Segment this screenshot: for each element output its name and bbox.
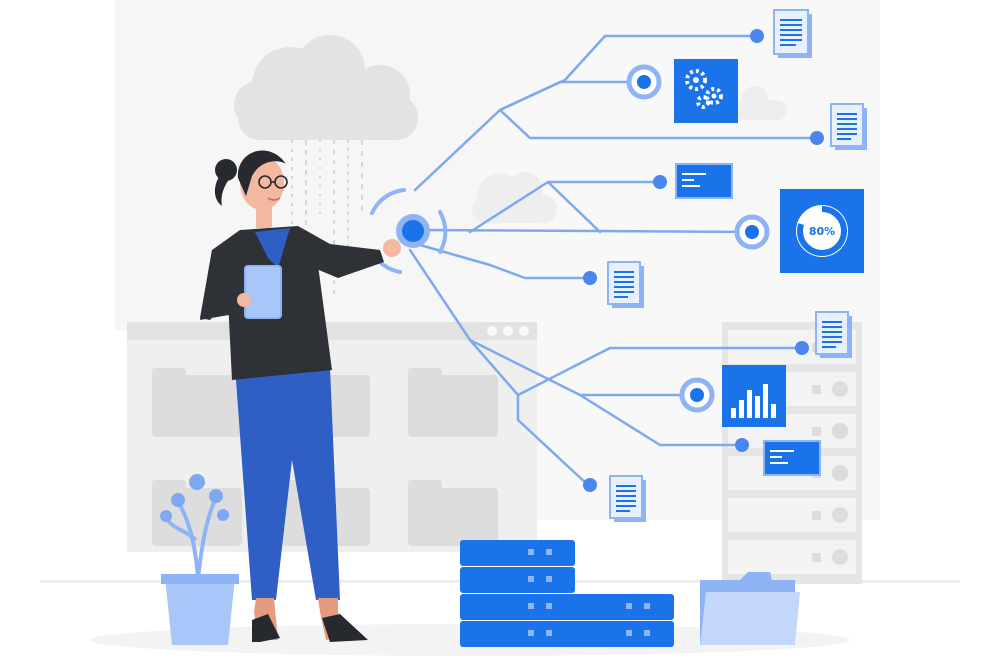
gear-icon xyxy=(674,59,738,123)
cloud-icon xyxy=(234,35,418,140)
woman-figure xyxy=(200,150,401,642)
network-node xyxy=(583,478,597,492)
network-node xyxy=(735,438,749,452)
cloud-icon xyxy=(735,86,787,120)
bar-chart-icon xyxy=(722,365,786,427)
network-lines xyxy=(408,34,817,487)
progress-label: 80% xyxy=(809,225,835,238)
network-node xyxy=(750,29,764,43)
document-icon xyxy=(607,261,644,308)
document-icon xyxy=(815,311,852,358)
document-icon xyxy=(830,103,867,150)
network-node xyxy=(810,131,824,145)
progress-widget: 80% xyxy=(780,189,864,273)
touch-node xyxy=(396,214,430,248)
document-icon xyxy=(609,475,646,522)
tablet-icon xyxy=(244,265,282,319)
network-node xyxy=(795,341,809,355)
progress-ring-icon xyxy=(797,206,847,256)
server-icon xyxy=(460,540,674,647)
ring-nodes xyxy=(626,64,770,413)
network-node xyxy=(583,271,597,285)
plant-icon xyxy=(160,474,239,645)
document-icon xyxy=(773,9,812,58)
code-window-icon xyxy=(763,440,821,476)
folder-icon xyxy=(700,572,800,645)
network-nodes xyxy=(583,29,824,492)
network-node xyxy=(653,175,667,189)
code-window-icon xyxy=(675,163,733,199)
